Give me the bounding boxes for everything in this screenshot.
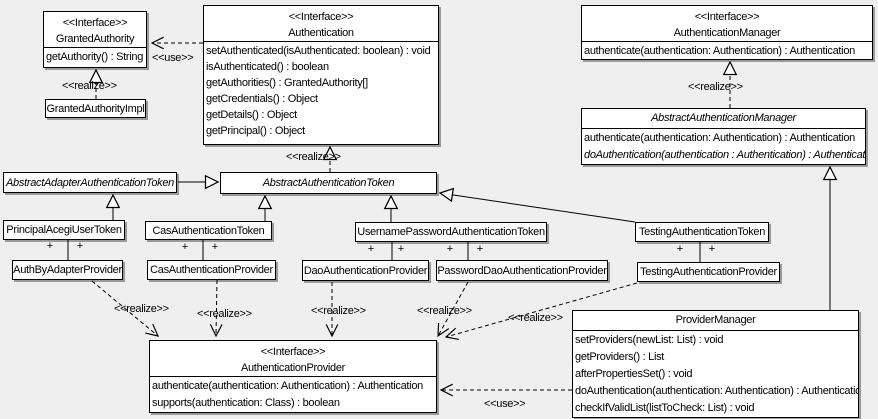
class-name: TestingAuthenticationProvider bbox=[640, 266, 777, 278]
class-abstract-adapter-authentication-token[interactable]: AbstractAdapterAuthenticationToken bbox=[3, 172, 177, 193]
class-granted-authority-impl[interactable]: GrantedAuthorityImpl bbox=[45, 99, 146, 118]
class-name: AuthByAdapterProvider bbox=[13, 264, 122, 276]
class-authentication-provider[interactable]: <<Interface>> AuthenticationProvider aut… bbox=[149, 340, 437, 413]
method-label: isAuthenticated() : boolean bbox=[206, 61, 329, 73]
class-name: AuthenticationManager bbox=[673, 27, 781, 39]
class-name: PasswordDaoAuthenticationProvider bbox=[437, 264, 607, 277]
edge-label-realize: <<realize>> bbox=[62, 80, 117, 92]
edge-label-realize: <<realize>> bbox=[197, 308, 252, 320]
stereotype-label: <<Interface>> bbox=[260, 346, 326, 358]
class-granted-authority[interactable]: <<Interface>> GrantedAuthority getAuthor… bbox=[43, 11, 147, 68]
class-name: GrantedAuthority bbox=[55, 33, 135, 45]
class-auth-by-adapter-provider[interactable]: AuthByAdapterProvider bbox=[12, 260, 123, 280]
class-name: DaoAuthenticationProvider bbox=[303, 264, 428, 277]
class-password-dao-authentication-provider[interactable]: PasswordDaoAuthenticationProvider bbox=[436, 260, 608, 281]
method-label: getProviders() : List bbox=[575, 351, 665, 363]
class-abstract-authentication-manager[interactable]: AbstractAuthenticationManager authentica… bbox=[581, 108, 866, 165]
method-label: doAuthentication(authentication : Authen… bbox=[584, 149, 866, 161]
edge-label-realize: <<realize>> bbox=[114, 303, 169, 315]
edge-label-realize: <<realize>> bbox=[688, 81, 743, 93]
class-name: CasAuthenticationToken bbox=[152, 224, 265, 237]
class-name: AbstractAuthenticationManager bbox=[582, 109, 865, 129]
method-label: getAuthorities() : GrantedAuthority[] bbox=[206, 77, 368, 89]
class-dao-authentication-provider[interactable]: DaoAuthenticationProvider bbox=[302, 260, 429, 281]
multiplicity-plus: + bbox=[367, 243, 375, 255]
method-compartment: authenticate(authentication: Authenticat… bbox=[582, 129, 865, 164]
method-compartment: setProviders(newList: List) : void getPr… bbox=[573, 331, 858, 417]
method-label: checkIfValidList(listToCheck: List) : vo… bbox=[575, 402, 755, 414]
class-name: ProviderManager bbox=[573, 311, 858, 331]
class-name: AuthenticationProvider bbox=[240, 362, 346, 374]
class-cas-authentication-provider[interactable]: CasAuthenticationProvider bbox=[147, 260, 276, 280]
method-label: getCredentials() : Object bbox=[206, 93, 318, 105]
method-label: setAuthenticated(isAuthenticated: boolea… bbox=[206, 45, 431, 57]
method-compartment: authenticate(authentication: Authenticat… bbox=[582, 42, 872, 59]
method-compartment: authenticate(authentication: Authenticat… bbox=[150, 377, 436, 412]
class-testing-authentication-token[interactable]: TestingAuthenticationToken bbox=[635, 222, 769, 242]
method-label: authenticate(authentication: Authenticat… bbox=[584, 45, 855, 57]
stereotype-label: <<Interface>> bbox=[288, 11, 354, 23]
class-name: AbstractAuthenticationToken bbox=[262, 177, 395, 189]
multiplicity-plus: + bbox=[76, 240, 84, 252]
class-header: <<Interface>> AuthenticationProvider bbox=[150, 341, 436, 377]
class-abstract-authentication-token[interactable]: AbstractAuthenticationToken bbox=[220, 172, 437, 194]
multiplicity-plus: + bbox=[397, 243, 405, 255]
class-username-password-authentication-token[interactable]: UsernamePasswordAuthenticationToken bbox=[355, 222, 547, 242]
edge-label-use: <<use>> bbox=[484, 398, 526, 410]
edge-gen-testingtoken bbox=[440, 193, 636, 223]
multiplicity-plus: + bbox=[676, 243, 684, 255]
multiplicity-plus: + bbox=[46, 240, 54, 252]
class-name: AbstractAdapterAuthenticationToken bbox=[6, 176, 174, 189]
stereotype-label: <<Interface>> bbox=[694, 11, 760, 23]
class-name: Authentication bbox=[288, 27, 354, 39]
class-header: <<Interface>> GrantedAuthority bbox=[44, 12, 146, 48]
method-label: authenticate(authentication: Authenticat… bbox=[584, 132, 855, 144]
method-label: supports(authentication: Class) : boolea… bbox=[152, 397, 340, 409]
method-label: getDetails() : Object bbox=[206, 109, 297, 121]
method-compartment: getAuthority() : String bbox=[44, 48, 146, 65]
class-name: CasAuthenticationProvider bbox=[150, 264, 273, 276]
multiplicity-plus: + bbox=[476, 243, 484, 255]
class-name: UsernamePasswordAuthenticationToken bbox=[357, 226, 545, 238]
multiplicity-plus: + bbox=[708, 243, 716, 255]
multiplicity-plus: + bbox=[446, 243, 454, 255]
method-label: getPrincipal() : Object bbox=[206, 125, 305, 137]
method-label: doAuthentication(authentication: Authent… bbox=[575, 385, 859, 397]
edge-label-realize: <<realize>> bbox=[417, 305, 472, 317]
class-authentication[interactable]: <<Interface>> Authentication setAuthenti… bbox=[203, 5, 439, 145]
class-name: TestingAuthenticationToken bbox=[638, 226, 766, 238]
multiplicity-plus: + bbox=[211, 241, 219, 253]
edge-label-realize: <<realize>> bbox=[508, 312, 563, 324]
class-testing-authentication-provider[interactable]: TestingAuthenticationProvider bbox=[637, 262, 780, 282]
method-label: getAuthority() : String bbox=[46, 51, 144, 63]
class-name: GrantedAuthorityImpl bbox=[46, 102, 145, 115]
class-header: <<Interface>> AuthenticationManager bbox=[582, 6, 872, 42]
multiplicity-plus: + bbox=[181, 241, 189, 253]
class-provider-manager[interactable]: ProviderManager setProviders(newList: Li… bbox=[572, 310, 859, 418]
method-compartment: setAuthenticated(isAuthenticated: boolea… bbox=[204, 42, 438, 139]
class-cas-authentication-token[interactable]: CasAuthenticationToken bbox=[145, 221, 272, 240]
method-label: afterPropertiesSet() : void bbox=[575, 368, 693, 380]
class-principal-acegi-user-token[interactable]: PrincipalAcegiUserToken bbox=[3, 220, 125, 240]
edge-label-realize: <<realize>> bbox=[286, 151, 341, 163]
edge-label-use: <<use>> bbox=[152, 52, 194, 64]
edge-label-realize: <<realize>> bbox=[311, 305, 366, 317]
class-name: PrincipalAcegiUserToken bbox=[6, 224, 122, 236]
method-label: authenticate(authentication: Authenticat… bbox=[152, 380, 423, 392]
class-authentication-manager[interactable]: <<Interface>> AuthenticationManager auth… bbox=[581, 5, 873, 60]
class-header: <<Interface>> Authentication bbox=[204, 6, 438, 42]
method-label: setProviders(newList: List) : void bbox=[575, 334, 724, 346]
stereotype-label: <<Interface>> bbox=[62, 17, 128, 29]
